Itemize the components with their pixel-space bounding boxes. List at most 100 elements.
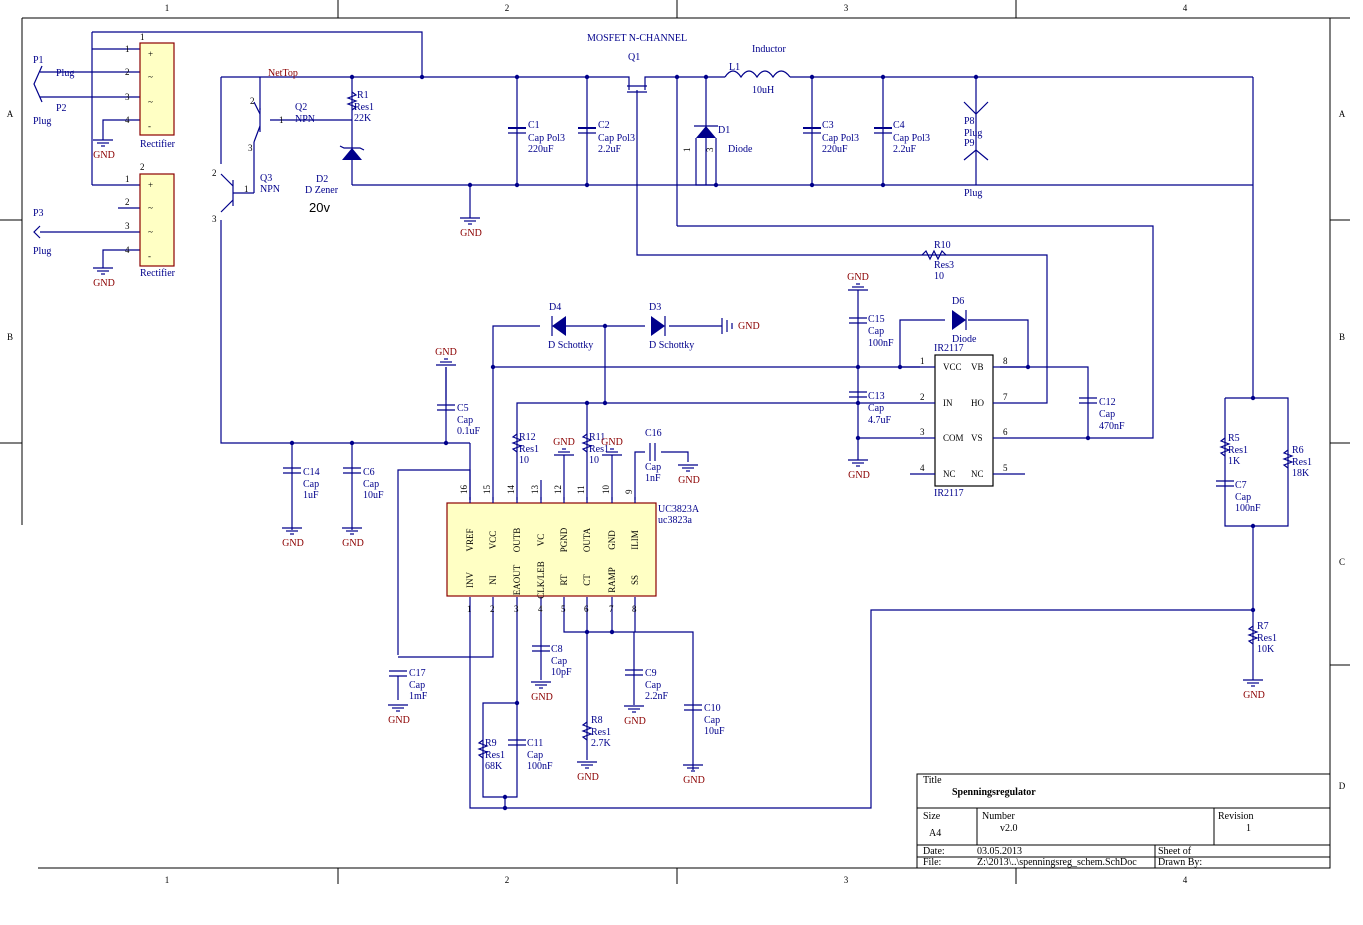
pin-num: 2 [920, 392, 925, 402]
p8-value: Plug [964, 128, 982, 139]
plug-p8: P8 Plug [963, 101, 989, 139]
file-label: File: [923, 857, 941, 868]
plug-p3: P3 Plug [33, 208, 51, 257]
r11-val2: 10 [589, 455, 599, 466]
uc3823a-body [446, 502, 657, 597]
pin-name: COM [943, 433, 964, 443]
ground-icon: GND [282, 527, 304, 549]
pin-mark: ~ [148, 227, 153, 237]
pin-num: 1 [682, 148, 692, 153]
c5-value: Cap [457, 415, 473, 426]
col-label-bottom: 3 [844, 875, 849, 885]
pin-num: 3 [212, 214, 217, 224]
cap-c13: C13 Cap 4.7uF [849, 391, 892, 426]
pin-name: NC [943, 469, 956, 479]
plug-p1: P1 Plug [33, 55, 74, 103]
pin-name: PGND [559, 527, 569, 552]
pin-name: EAOUT [512, 564, 522, 595]
cap-c4: C4 Cap Pol3 2.2uF [874, 120, 930, 155]
col-label-top: 4 [1183, 3, 1188, 13]
r1-ref: R1 [357, 90, 369, 101]
cap-c9: C9 Cap 2.2nF [625, 668, 669, 702]
c1-value: Cap Pol3 [528, 133, 565, 144]
gnd-label: GND [388, 715, 410, 726]
rectifier-u1-ref: 1 [140, 32, 145, 42]
c2-value: Cap Pol3 [598, 133, 635, 144]
pin-num: 1 [244, 184, 249, 194]
c1-val2: 220uF [528, 144, 554, 155]
uc3823a-pins: 16VREF15VCC14OUTB13VC12PGND11OUTA10GND9I… [459, 485, 640, 615]
q3-ref: Q3 [260, 173, 272, 184]
p3-ref: P3 [33, 208, 44, 219]
d2-ref: D2 [316, 174, 328, 185]
border-column-labels: 1 2 3 4 1 2 3 4 [165, 3, 1188, 885]
pin-name: VS [971, 433, 983, 443]
r11-ref: R11 [589, 432, 605, 443]
schematic-title: Spenningsregulator [952, 787, 1036, 798]
c14-value: Cap [303, 479, 319, 490]
pin-num: 1 [125, 174, 130, 184]
c10-value: Cap [704, 715, 720, 726]
diode-d4: D4 D Schottky [548, 302, 593, 351]
pin-num: 15 [482, 485, 492, 495]
r5-val2: 1K [1228, 456, 1241, 467]
resistor-r1: R1 Res1 22K [346, 90, 374, 124]
rectifier-u2-body [139, 173, 175, 267]
mosfet-q1: Q1 MOSFET N-CHANNEL [587, 33, 687, 93]
l1-ref: L1 [729, 62, 740, 73]
d6-value: Diode [952, 334, 977, 345]
cap-c5: C5 Cap 0.1uF [437, 403, 481, 437]
r6-val2: 18K [1292, 468, 1310, 479]
r9-value: Res1 [485, 750, 505, 761]
col-label-top: 2 [505, 3, 510, 13]
c8-ref: C8 [551, 644, 563, 655]
ir2117-part: IR2117 [934, 488, 964, 499]
nettop-label: NetTop [268, 68, 298, 79]
ground-icon: GND [93, 267, 115, 289]
r6-ref: R6 [1292, 445, 1304, 456]
pin-num: 12 [553, 485, 563, 494]
pin-num: 4 [538, 604, 543, 614]
c15-value: Cap [868, 326, 884, 337]
resistor-r9: R9 Res1 68K [477, 738, 505, 772]
rectifier-u1: 1 Rectifier 1 2 3 4 + ~ ~ - [125, 32, 176, 150]
c6-ref: C6 [363, 467, 375, 478]
sheet-label: Sheet of [1158, 846, 1192, 857]
pin-name: OUTA [582, 527, 592, 552]
pin-num: 1 [920, 356, 925, 366]
pin-num: 14 [506, 485, 516, 495]
resistor-r10: R10 Res3 10 [921, 240, 954, 282]
cap-c7: C7 Cap 100nF [1216, 480, 1261, 514]
d3-value: D Schottky [649, 340, 694, 351]
pin-num: 6 [1003, 427, 1008, 437]
transistor-q3: 2 1 3 Q3 NPN [212, 168, 280, 224]
c5-val2: 0.1uF [457, 426, 481, 437]
ground-icon: GND [683, 764, 705, 786]
uc3823a-part: uc3823a [658, 515, 692, 526]
pin-name: NI [488, 575, 498, 585]
c7-val2: 100nF [1235, 503, 1261, 514]
cap-c6: C6 Cap 10uF [343, 467, 384, 501]
rectifier-u1-body [139, 42, 175, 136]
c13-value: Cap [868, 403, 884, 414]
d3-ref: D3 [649, 302, 661, 313]
c16-ref: C16 [645, 428, 662, 439]
gnd-label: GND [435, 347, 457, 358]
zener-voltage-note: 20v [309, 200, 330, 215]
c3-ref: C3 [822, 120, 834, 131]
c4-ref: C4 [893, 120, 905, 131]
pin-num: 3 [125, 221, 130, 231]
cap-c8: C8 Cap 10pF [532, 644, 572, 678]
c3-val2: 220uF [822, 144, 848, 155]
pin-num: 10 [601, 485, 611, 495]
p2-value: Plug [33, 116, 51, 127]
q2-value: NPN [295, 114, 315, 125]
uc3823a-ref: UC3823A [658, 504, 700, 515]
pin-num: 2 [250, 96, 255, 106]
number-value: v2.0 [1000, 823, 1018, 834]
gnd-label: GND [342, 538, 364, 549]
mosfet-label: MOSFET N-CHANNEL [587, 33, 687, 44]
date-value: 03.05.2013 [977, 846, 1022, 857]
gnd-label: GND [624, 716, 646, 727]
